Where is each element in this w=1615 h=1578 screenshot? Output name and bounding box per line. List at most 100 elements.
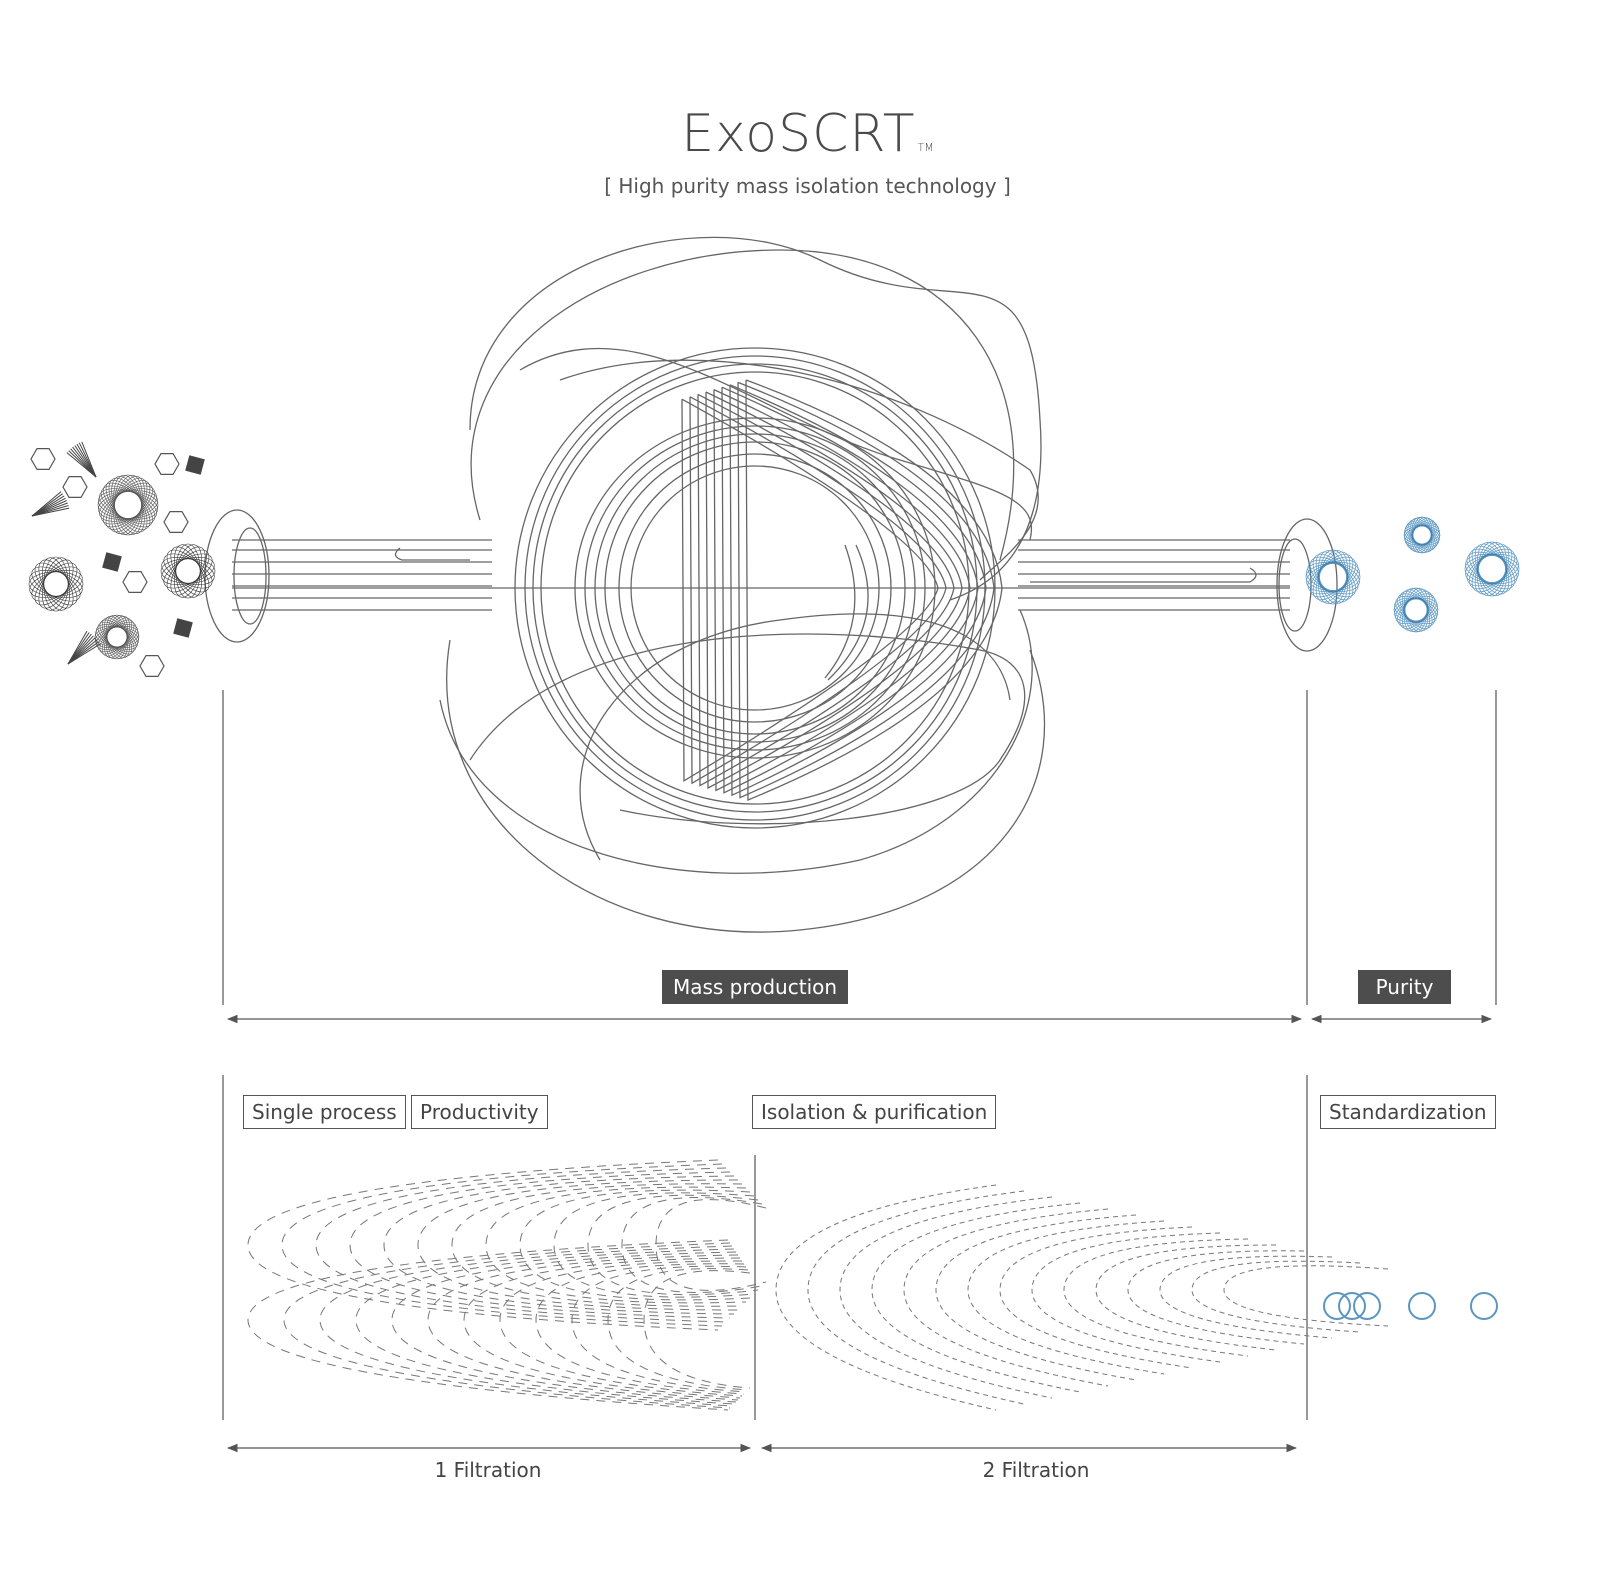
filter-arc [1191,1260,1361,1333]
purified-vesicle [1305,549,1361,605]
lens-shell [713,389,971,792]
filter-arc [1031,1232,1221,1363]
filter-arc [999,1226,1193,1369]
vesicle [1323,1292,1351,1320]
fan-particle [67,630,101,665]
filter-arc [499,1260,743,1397]
outlet-ring [1276,518,1338,652]
first-filtration-pattern [247,1159,767,1411]
filter-arc [839,1196,1053,1399]
filter-arc [935,1214,1137,1381]
square-particle [102,552,122,572]
vesicle-core [1476,553,1508,585]
spiral-strand [95,626,139,648]
filter-arc [427,1254,739,1401]
vesicle-strand [1406,521,1438,549]
spiral-strand [43,556,69,612]
crescent [824,544,856,679]
spiral-strand [163,553,213,589]
vesicle-strand [1399,591,1433,629]
loop [446,639,1045,933]
spiral-strand [34,562,78,606]
vesicle-strand [1312,553,1354,601]
hexagon-particle [139,654,165,678]
vesicle-strand [1306,562,1360,592]
filter-arc [807,1190,1025,1405]
spiral-strand [111,476,145,534]
filter-arc [903,1208,1109,1387]
fan-particle [31,491,70,517]
filter-arc [417,1179,739,1311]
mesh-particle [28,556,84,612]
spiral-strand [161,557,215,585]
spiral-strand [31,566,81,602]
filter-arc [621,1197,763,1293]
spiral-strand [29,570,83,598]
filter-arc [553,1192,755,1298]
mass-production-tag: Mass production [662,970,848,1004]
filter-arc [247,1239,729,1411]
spiral-particle [97,474,159,536]
filter-arc [871,1202,1081,1393]
filter-arc [587,1194,759,1296]
mesh-particle [160,543,216,599]
first-filtration-label: 1 Filtration [434,1458,542,1482]
loop [559,359,1039,581]
vesicle-strand [1319,549,1347,605]
spiral-strand [170,546,206,596]
vesicle-strand [1404,587,1428,633]
vesicle-strand [1464,555,1520,583]
vesicle-strand [1408,519,1436,551]
productivity-tag: Productivity [411,1095,548,1129]
spiral-strand [161,557,215,585]
standardization-tag: Standardization [1320,1095,1496,1129]
spiral-strand [175,543,201,599]
filter-arc [485,1186,747,1304]
spiral-strand [113,475,143,535]
loop [519,347,1033,541]
vesicle [1408,1292,1436,1320]
spiral-strand [106,614,128,660]
vesicle-core [1411,524,1433,546]
hexagon-particle [122,570,148,594]
spiral-strand [105,480,151,530]
vesicle-strand [1309,556,1357,598]
filter-arc [319,1245,733,1407]
filter-arc [967,1220,1165,1375]
vesicle-strand [1468,548,1516,590]
second-filtration-pattern [775,1184,1389,1411]
vesicle-strand [1318,550,1348,604]
hexagon-particle [163,511,189,534]
filter-arc [1159,1255,1333,1339]
spiral-strand [174,544,202,598]
spiral-particle [94,614,140,660]
loop [470,249,1015,561]
spiral-strand [166,549,210,593]
standardized-vesicles [1323,1292,1498,1320]
logo-trademark: TM [917,141,934,154]
filter-arc [451,1183,743,1307]
spiral-strand [103,482,153,528]
vesicle-strand [1408,519,1436,551]
vesicle-strand [1305,563,1361,591]
vesicle-strand [1471,545,1513,593]
spiral-strand [94,626,140,648]
isolation-purification-tag: Isolation & purification [752,1095,997,1129]
spiral-strand [34,562,78,606]
vesicle [1470,1292,1498,1320]
spiral-strand [160,558,216,584]
spiral-strand [99,619,135,655]
vesicle [1338,1292,1366,1320]
vesicle-strand [1312,553,1354,601]
spiral-strand [99,619,135,655]
spiral-strand [106,615,128,659]
filter-arc [655,1199,767,1291]
filter-arc [571,1265,747,1393]
vesicle-strand [1468,548,1516,590]
spiral-strand [31,566,81,602]
filter-arc [607,1268,749,1391]
fan-ray [31,507,70,517]
purified-vesicle [1393,587,1439,633]
